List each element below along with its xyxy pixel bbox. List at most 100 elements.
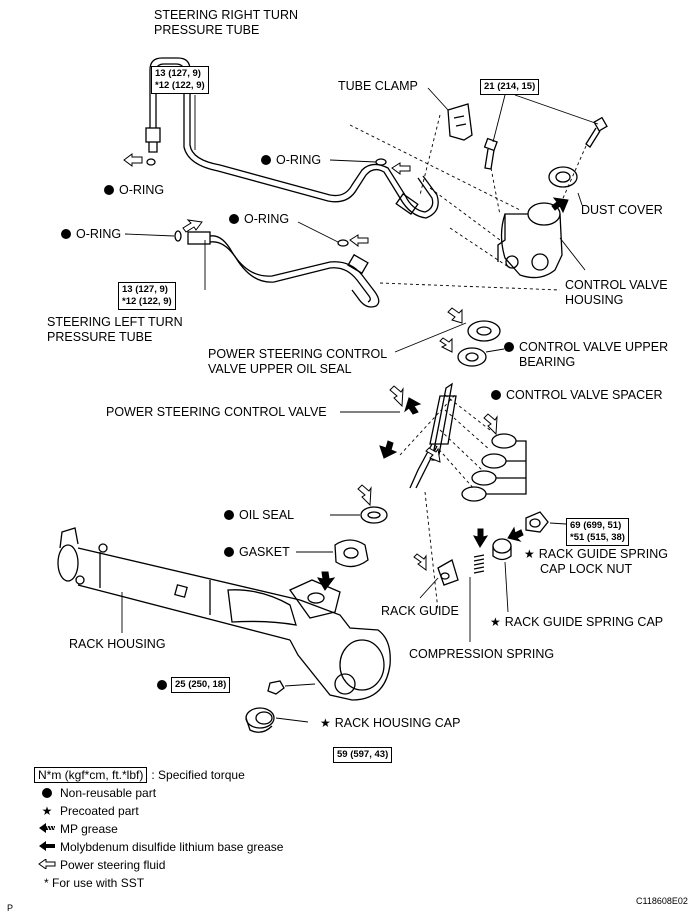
label-tube-clamp: TUBE CLAMP [338, 79, 418, 93]
small-nut [267, 680, 285, 695]
precoated-star-icon: ★ [41, 804, 53, 818]
control-valve-upper-bearing [457, 347, 487, 367]
fluid-arrows [123, 153, 498, 571]
fluid-arrow-icon [391, 162, 411, 175]
non-reusable-icon [42, 788, 52, 798]
o-ring-4 [337, 239, 349, 247]
moly-grease-arrow-icon [551, 197, 569, 214]
label-o-ring-3: O-RING [261, 153, 321, 168]
right-turn-pressure-tube [145, 57, 439, 219]
non-reusable-icon [229, 214, 239, 224]
control-valve-housing [497, 202, 563, 279]
moly-grease-arrow-icon [473, 528, 489, 548]
torque-housing-bolt: 21 (214, 15) [480, 79, 540, 95]
label-gasket: GASKET [224, 545, 290, 560]
label-control-valve: POWER STEERING CONTROL VALVE [106, 405, 327, 419]
figure-code: C118608E02 [636, 896, 688, 906]
o-ring-1 [146, 158, 156, 166]
fluid-arrow-icon [34, 856, 60, 874]
non-reusable-icon [491, 390, 501, 400]
label-o-ring-2: O-RING [61, 227, 121, 242]
tube-clamp [447, 103, 473, 141]
label-oil-seal: OIL SEAL [224, 508, 294, 523]
mp-grease-arrow-icon [34, 820, 60, 838]
legend-torque: N*m (kgf*cm, ft.*lbf): Specified torque [34, 766, 283, 784]
fluid-arrow-icon [349, 234, 369, 247]
fluid-arrow-icon [389, 385, 404, 408]
non-reusable-icon [104, 185, 114, 195]
fluid-arrow-icon [439, 337, 453, 353]
moly-grease-arrow-icon [34, 838, 60, 856]
fluid-arrow-icon [425, 447, 441, 463]
gasket [334, 539, 369, 568]
non-reusable-icon [504, 342, 514, 352]
valve-spacer-2 [481, 453, 507, 469]
housing-bolt-right [585, 116, 608, 148]
rack-guide [437, 559, 459, 586]
torque-right-tube: 13 (127, 9)*12 (122, 9) [151, 66, 209, 94]
moly-grease-arrow-icon [404, 397, 422, 415]
compression-spring [473, 554, 485, 574]
assembly-guide-lines [349, 114, 587, 611]
moly-grease-arrow-icon [317, 571, 336, 591]
fluid-arrow-icon [357, 484, 372, 507]
rack-guide-spring-cap [492, 538, 512, 561]
fluid-arrow-icon [413, 553, 427, 571]
torque-left-tube: 13 (127, 9)*12 (122, 9) [118, 282, 176, 310]
non-reusable-icon [261, 155, 271, 165]
legend-precoated: ★Precoated part [34, 802, 283, 820]
label-compression-spring: COMPRESSION SPRING [409, 647, 555, 661]
precoated-star-icon: ★ [490, 615, 501, 629]
non-reusable-icon [61, 229, 71, 239]
label-o-ring-4: O-RING [229, 212, 289, 227]
o-ring-3 [375, 158, 387, 166]
grease-arrows [317, 197, 569, 591]
torque-lock-nut: 69 (699, 51)*51 (515, 38) [566, 518, 629, 546]
dust-cover [548, 166, 578, 188]
rack-housing-cap [245, 707, 275, 733]
label-housing-cap: ★RACK HOUSING CAP [320, 716, 461, 730]
non-reusable-icon [224, 547, 234, 557]
leader-lines [121, 87, 599, 723]
label-dust-cover: DUST COVER [581, 203, 663, 217]
torque-small-nut: 25 (250, 18) [171, 677, 231, 693]
label-rack-guide: RACK GUIDE [381, 604, 459, 618]
spacer-bracket [486, 440, 527, 495]
legend-moly-grease: Molybdenum disulfide lithium base grease [34, 838, 283, 856]
o-ring-2 [174, 230, 182, 242]
torque-small-nut-row [157, 678, 172, 693]
control-valve-upper-oil-seal [467, 320, 501, 342]
precoated-star-icon: ★ [320, 716, 331, 730]
torque-housing-cap: 59 (597, 43) [333, 747, 393, 763]
fluid-arrow-icon [447, 307, 463, 324]
label-rack-housing: RACK HOUSING [69, 637, 166, 651]
fluid-arrow-icon [123, 153, 143, 167]
non-reusable-icon [157, 680, 167, 690]
moly-grease-arrow-icon [379, 440, 398, 459]
left-turn-pressure-tube [187, 231, 380, 308]
moly-grease-arrow-icon [507, 526, 524, 542]
valve-spacer-3 [471, 470, 497, 486]
label-o-ring-1: O-RING [104, 183, 164, 198]
oil-seal [360, 506, 388, 524]
non-reusable-icon [224, 510, 234, 520]
valve-spacer-4 [461, 486, 487, 502]
rack-guide-spring-cap-lock-nut [525, 511, 549, 533]
legend-mp-grease: MP grease [34, 820, 283, 838]
valve-spacer-1 [491, 433, 517, 449]
precoated-star-icon: ★ [524, 547, 535, 561]
fluid-arrow-icon [483, 413, 498, 436]
legend: N*m (kgf*cm, ft.*lbf): Specified torque … [34, 766, 283, 892]
label-spring-cap: ★RACK GUIDE SPRING CAP [490, 615, 664, 629]
label-valve-spacer: CONTROL VALVE SPACER [491, 388, 663, 403]
rack-housing [57, 527, 391, 701]
housing-bolt-left [483, 137, 498, 170]
fluid-arrow-icon [182, 219, 203, 233]
